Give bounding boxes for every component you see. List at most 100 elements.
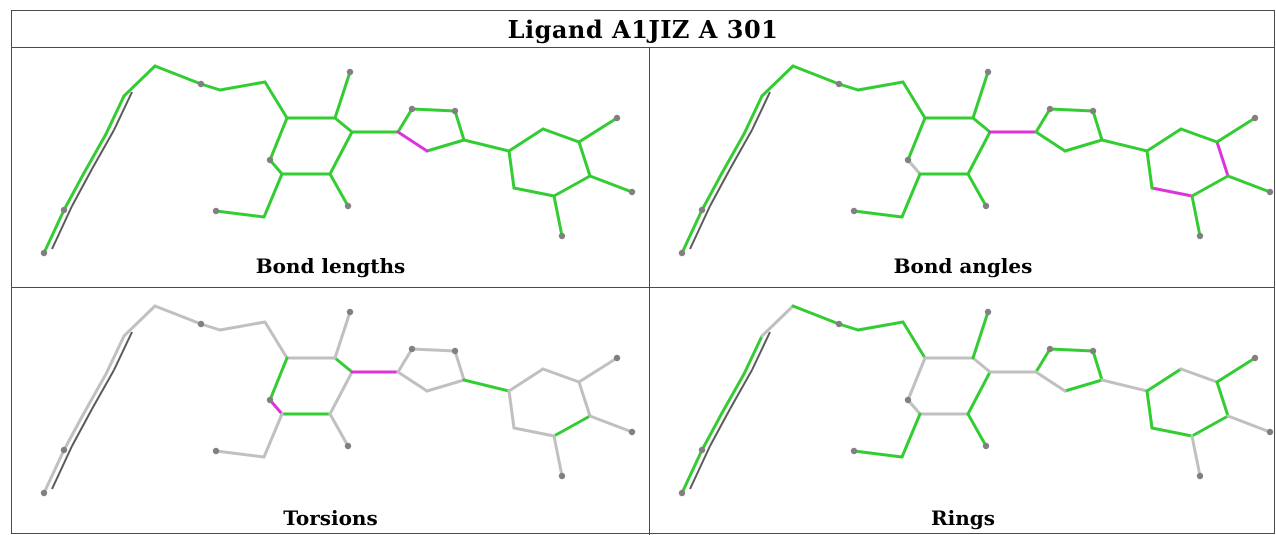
bond — [453, 349, 466, 382]
bond-shadow — [689, 205, 711, 250]
bond-shadow — [709, 168, 731, 207]
bond — [971, 116, 992, 134]
bond — [966, 130, 992, 176]
atom — [984, 68, 992, 76]
validation-figure: Ligand A1JIZ A 301 Bond lengths Bond ang… — [11, 10, 1276, 535]
bond — [153, 304, 203, 326]
bond — [1215, 140, 1230, 178]
atom — [451, 107, 459, 115]
bond — [1190, 194, 1202, 238]
atom — [451, 347, 459, 355]
bond — [1190, 174, 1230, 198]
bond — [552, 174, 592, 198]
bond — [1100, 378, 1149, 393]
bond — [396, 130, 429, 153]
bond — [1215, 356, 1257, 384]
bond — [199, 322, 222, 332]
molecule-bond-angles — [678, 64, 1274, 257]
bond — [104, 94, 126, 136]
panel-bond-angles: Bond angles — [650, 48, 1276, 287]
bond — [900, 172, 922, 219]
bond — [425, 138, 466, 153]
bond — [42, 448, 66, 495]
atom — [212, 447, 220, 455]
bond — [153, 64, 203, 86]
atom — [346, 68, 354, 76]
bond — [268, 116, 289, 162]
bond — [588, 174, 634, 194]
bond — [1150, 426, 1194, 438]
atom — [904, 396, 912, 404]
panel-rings: Rings — [650, 288, 1276, 535]
atom — [408, 105, 416, 113]
atom — [344, 202, 352, 210]
atom — [1266, 188, 1274, 196]
atom — [1266, 428, 1274, 436]
atom — [1196, 232, 1204, 240]
bond — [700, 411, 724, 452]
caption-rings: Rings — [930, 506, 995, 530]
bond — [462, 378, 511, 393]
bond — [720, 372, 746, 415]
atom — [904, 156, 912, 164]
bond — [42, 208, 66, 255]
bond — [552, 414, 592, 438]
bond-shadow — [729, 129, 753, 170]
atom — [835, 80, 843, 88]
bond — [268, 356, 289, 402]
bond — [966, 172, 988, 208]
bond — [122, 304, 157, 338]
bond — [760, 64, 795, 98]
bond — [1145, 367, 1183, 393]
bond — [333, 356, 354, 374]
bond — [1034, 370, 1067, 393]
atom — [678, 249, 686, 257]
bond — [1150, 186, 1194, 198]
bond — [856, 80, 905, 92]
atom — [1251, 114, 1259, 122]
bond — [760, 304, 795, 338]
atom — [1046, 105, 1054, 113]
bond — [1100, 138, 1149, 153]
panel-torsions: Torsions — [12, 288, 649, 535]
bond — [852, 209, 904, 219]
bond — [512, 186, 556, 198]
caption-torsions: Torsions — [283, 506, 378, 530]
atom — [678, 489, 686, 497]
bond — [906, 356, 927, 402]
bond-shadow — [751, 91, 771, 131]
bond — [262, 412, 284, 459]
bond — [396, 107, 414, 134]
bond-shadow — [71, 408, 93, 447]
atom — [408, 345, 416, 353]
bond — [1034, 347, 1052, 374]
atom — [1089, 347, 1097, 355]
atom — [346, 308, 354, 316]
bond — [541, 127, 581, 144]
atom — [1196, 472, 1204, 480]
bond — [1145, 389, 1154, 430]
bond — [742, 94, 764, 136]
bond — [507, 389, 516, 430]
atom — [613, 114, 621, 122]
atom — [212, 207, 220, 215]
bond — [333, 70, 352, 120]
bond — [680, 208, 704, 255]
bond — [971, 356, 992, 374]
bond — [856, 320, 905, 332]
bond — [410, 347, 457, 353]
divider-horizontal — [12, 287, 1274, 288]
bond — [1179, 127, 1219, 144]
bond — [1091, 109, 1104, 142]
bond — [62, 411, 86, 452]
bond — [837, 322, 860, 332]
atom — [40, 489, 48, 497]
bond — [396, 347, 414, 374]
bond — [1091, 349, 1104, 382]
bond — [1048, 107, 1095, 113]
bond — [971, 310, 990, 360]
atom — [984, 308, 992, 316]
bond — [262, 172, 284, 219]
atom — [197, 80, 205, 88]
atom — [850, 207, 858, 215]
